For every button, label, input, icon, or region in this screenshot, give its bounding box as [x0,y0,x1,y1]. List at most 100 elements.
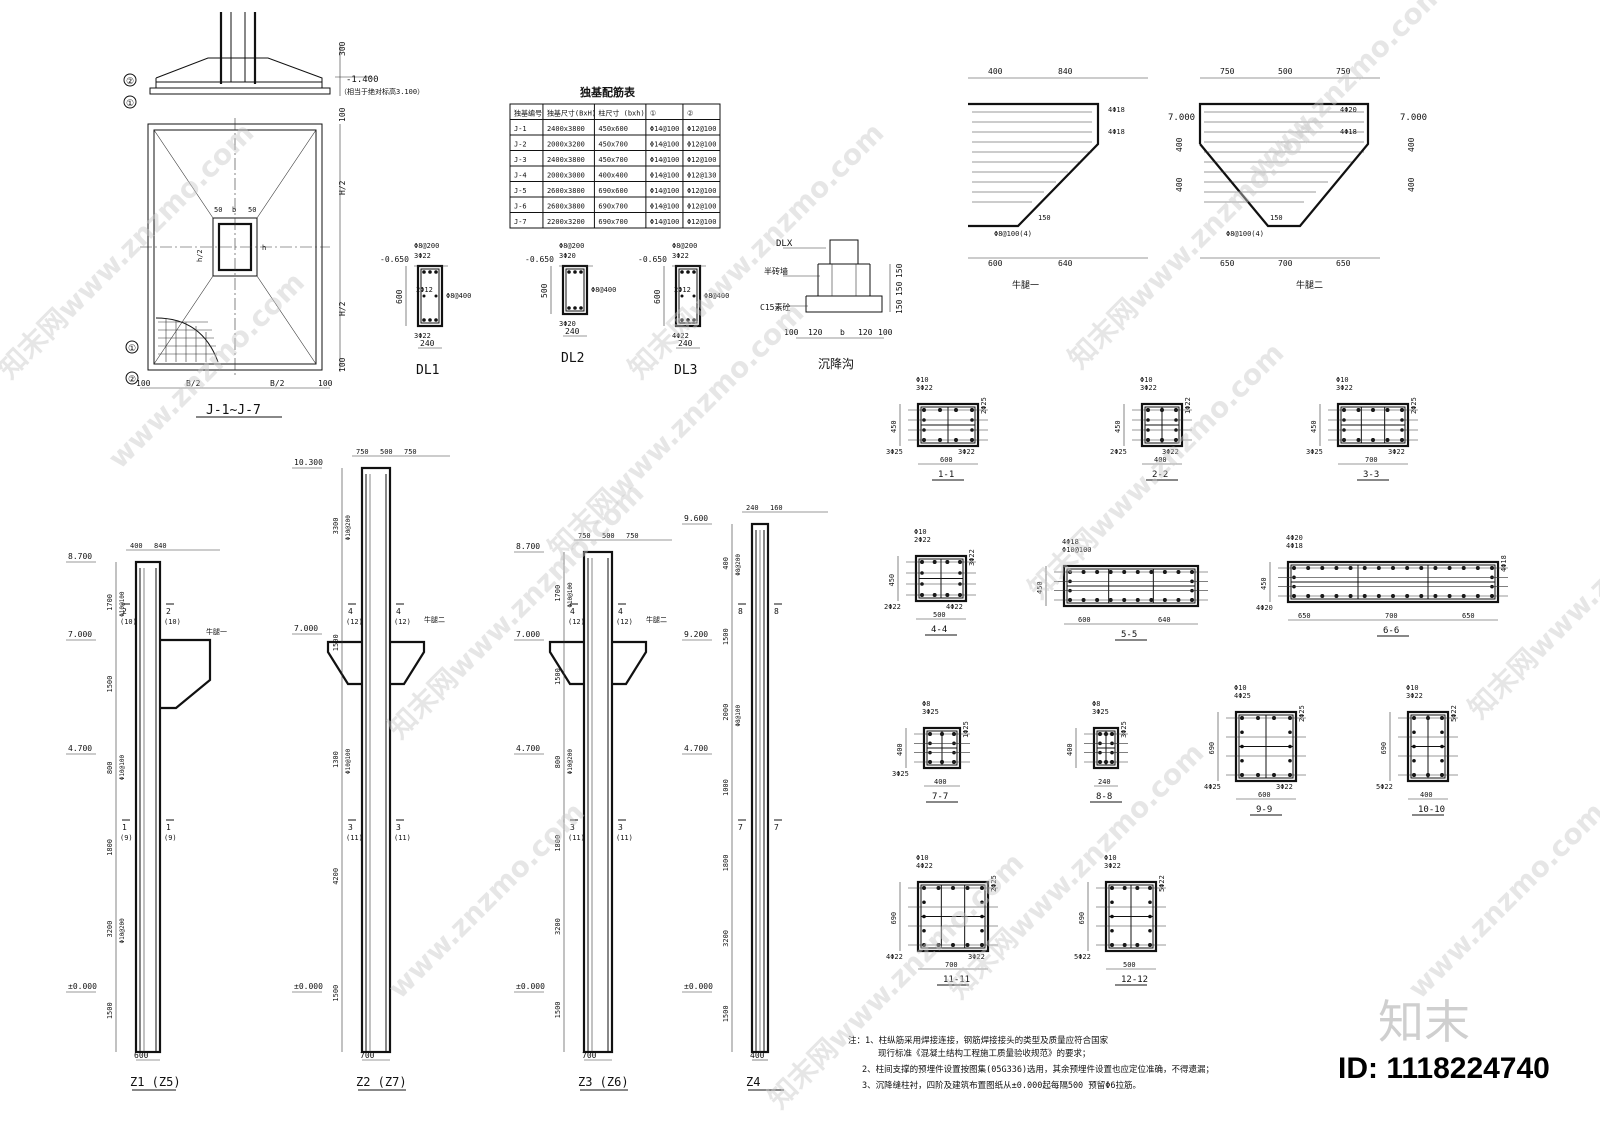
plan-dim-100-left: 100 [136,379,151,388]
corbel-h2: 400 [1175,177,1184,192]
section-bar-label: Φ8 [1092,700,1100,708]
section-width: 600 [1258,791,1271,799]
section-bar-label: 3Φ25 [1120,721,1128,738]
plan-dim-100-right: 100 [318,379,333,388]
beam-bottom-bars: 3Φ20 [559,320,576,328]
plan-dim-b2-left: B/2 [186,379,201,388]
section-name: 10-10 [1418,805,1445,815]
bar [1240,730,1244,735]
table-cell: J-2 [514,141,527,149]
section-bar-label: 2Φ25 [1298,705,1306,722]
settle-dim-h4: 120 [858,328,873,337]
section-bar-label: 3Φ22 [1162,448,1179,456]
section-width: 400 [934,778,947,786]
corbel-bottom-dim: 700 [1278,259,1293,268]
section-bar-label: 4Φ18 [1500,555,1508,572]
bar [692,318,696,322]
settle-dim-v2: 150 [895,281,904,296]
beam-height: 500 [540,283,549,298]
bar [680,294,684,298]
column-seg-dim: 800 [106,762,114,775]
beam-top-bars: 3Φ20 [559,252,576,260]
beam-width: 240 [678,339,693,348]
corbel-bottom-dim: 650 [1336,259,1351,268]
watermark-8: 知末网www.znzmo.com [1022,336,1291,605]
plan-dim-b2-right: B/2 [270,379,285,388]
corbel-top-dim: 400 [988,67,1003,76]
plan-dim-h: h [262,244,266,252]
table-cell: J-1 [514,125,527,133]
section-bar-label: 3Φ25 [892,770,909,778]
section-bar-label: 2Φ22 [914,536,931,544]
column-cut: 1 [166,823,171,832]
section-bar-label: 4Φ20 [1286,534,1303,542]
bar [1440,758,1444,763]
corbel-elev: 7.000 [1168,113,1195,123]
settle-dim-v3: 150 [895,299,904,314]
column-stirrup: Φ10@100 [345,748,352,774]
section-width-2: 640 [1158,616,1171,624]
beam-name: DL1 [416,363,439,378]
section-outline [1104,880,1158,953]
note-lead: 注：1、柱纵筋采用焊接连接，钢筋焊接接头的类型及质量应符合国家 [848,1035,1109,1046]
bar [1110,900,1114,905]
section-name: 4-4 [931,625,947,635]
settle-dim-h1: 100 [784,328,799,337]
corbel-left [548,640,584,686]
section-width-3: 650 [1462,612,1475,620]
beam-tie: Φ8@400 [591,286,616,294]
bar [1288,730,1292,735]
bar [434,318,438,322]
section-height: 690 [890,912,898,925]
table-cell: J-5 [514,187,527,195]
bar [1288,758,1292,763]
corbel-right [390,640,426,686]
column-top-dim: 240 [746,504,759,512]
section-name: 12-12 [1121,975,1148,985]
section-width: 650 [1298,612,1311,620]
column-seg-dim: 3200 [722,930,730,947]
column-name: Z3 (Z6) [578,1075,629,1089]
section-name: 6-6 [1383,626,1399,636]
table-title: 独基配筋表 [579,85,636,99]
column-elev: ±0.000 [516,982,545,991]
watermark-9: 知末网www.znzmo.com [1462,456,1600,725]
settle-dim-h5: 100 [878,328,893,337]
column-seg-dim: 1700 [106,594,114,611]
section-height: 450 [1260,577,1268,590]
section-bar-label: 2Φ22 [884,603,901,611]
beam-height: 600 [653,289,662,304]
bar [680,318,684,322]
section-name: 11-11 [943,975,970,985]
bar [428,270,432,274]
bar [1148,928,1152,933]
plan-dim-100-bot: 100 [338,357,347,372]
beam-stirrup [420,268,440,324]
beam-tie: Φ8@400 [446,292,471,300]
section-bar-label: 3Φ22 [1104,862,1121,870]
corbel-bottom-dim: 640 [1058,259,1073,268]
plan-dim-50-l: 50 [214,206,222,214]
section-name: 5-5 [1121,630,1137,640]
corbel-bottom-dim: 650 [1220,259,1235,268]
beam-stirrup-label: Φ8@200 [414,242,439,250]
corbel-stirrup: Φ8@100(4) [994,230,1032,238]
column-elev: 9.200 [684,630,708,639]
column-corbel-label: 牛腿二 [424,615,445,624]
column-elev: 7.000 [68,630,92,639]
section-height: 400 [1066,743,1074,756]
column-cut: 4 [396,607,401,616]
section-outline [916,402,980,448]
corbel-top-dim: 840 [1058,67,1073,76]
column-cut-ref: (12) [394,618,411,626]
section-name: 8-8 [1096,792,1112,802]
section-bar-label: 4Φ22 [916,862,933,870]
table-cell: 690x700 [598,203,628,211]
column-cut: 3 [570,823,575,832]
